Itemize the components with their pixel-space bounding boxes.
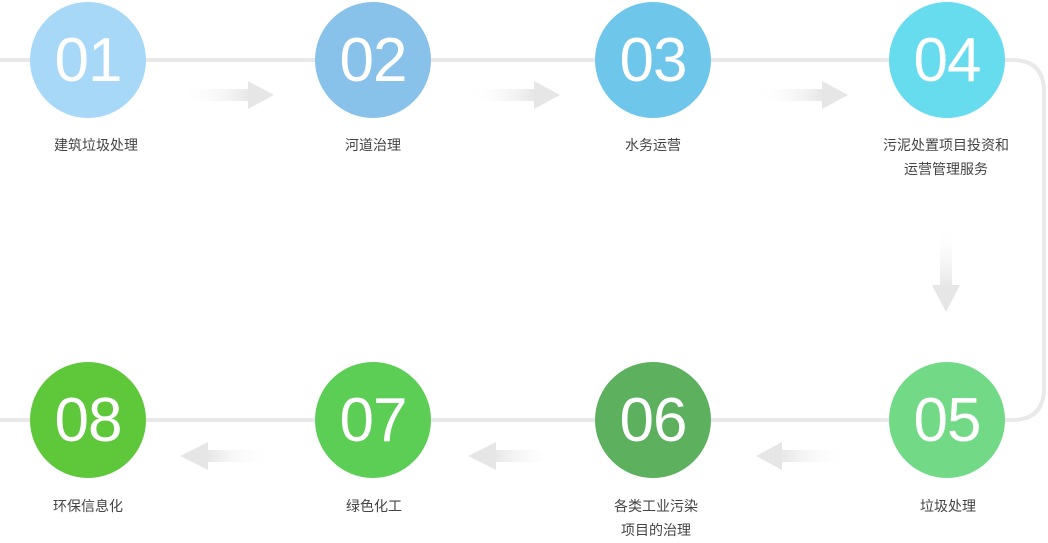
step-number: 04 xyxy=(913,25,982,95)
step-06-circle: 06 xyxy=(595,362,711,478)
step-01-label: 建筑垃圾处理 xyxy=(54,138,138,154)
step-04-circle: 04 xyxy=(889,2,1005,118)
arrow-icon xyxy=(756,442,848,470)
step-number: 06 xyxy=(619,385,688,455)
step-02-circle: 02 xyxy=(315,2,431,118)
step-07-circle: 07 xyxy=(315,362,431,478)
step-number: 08 xyxy=(54,385,123,455)
step-number: 03 xyxy=(619,25,688,95)
step-number: 02 xyxy=(339,25,408,95)
step-05-circle: 05 xyxy=(889,362,1005,478)
step-04-label: 污泥处置项目投资和运营管理服务 xyxy=(883,138,1009,178)
step-01-circle: 01 xyxy=(30,2,146,118)
step-03-label: 水务运营 xyxy=(625,138,681,154)
step-03-circle: 03 xyxy=(595,2,711,118)
right-return-line xyxy=(1011,58,1046,422)
arrow-icon xyxy=(180,81,274,109)
step-07-label: 绿色化工 xyxy=(346,499,402,515)
arrow-icon xyxy=(468,442,556,470)
arrow-icon xyxy=(932,225,960,312)
step-06-label: 各类工业污染项目的治理 xyxy=(614,499,698,539)
arrow-icon xyxy=(754,81,848,109)
arrow-icon xyxy=(180,442,270,470)
step-number: 07 xyxy=(339,385,408,455)
step-05-label: 垃圾处理 xyxy=(920,499,976,515)
step-number: 05 xyxy=(913,385,982,455)
step-02-label: 河道治理 xyxy=(345,138,401,154)
step-number: 01 xyxy=(54,25,123,95)
step-08-label: 环保信息化 xyxy=(53,499,123,515)
arrow-icon xyxy=(466,81,560,109)
step-08-circle: 08 xyxy=(30,362,146,478)
